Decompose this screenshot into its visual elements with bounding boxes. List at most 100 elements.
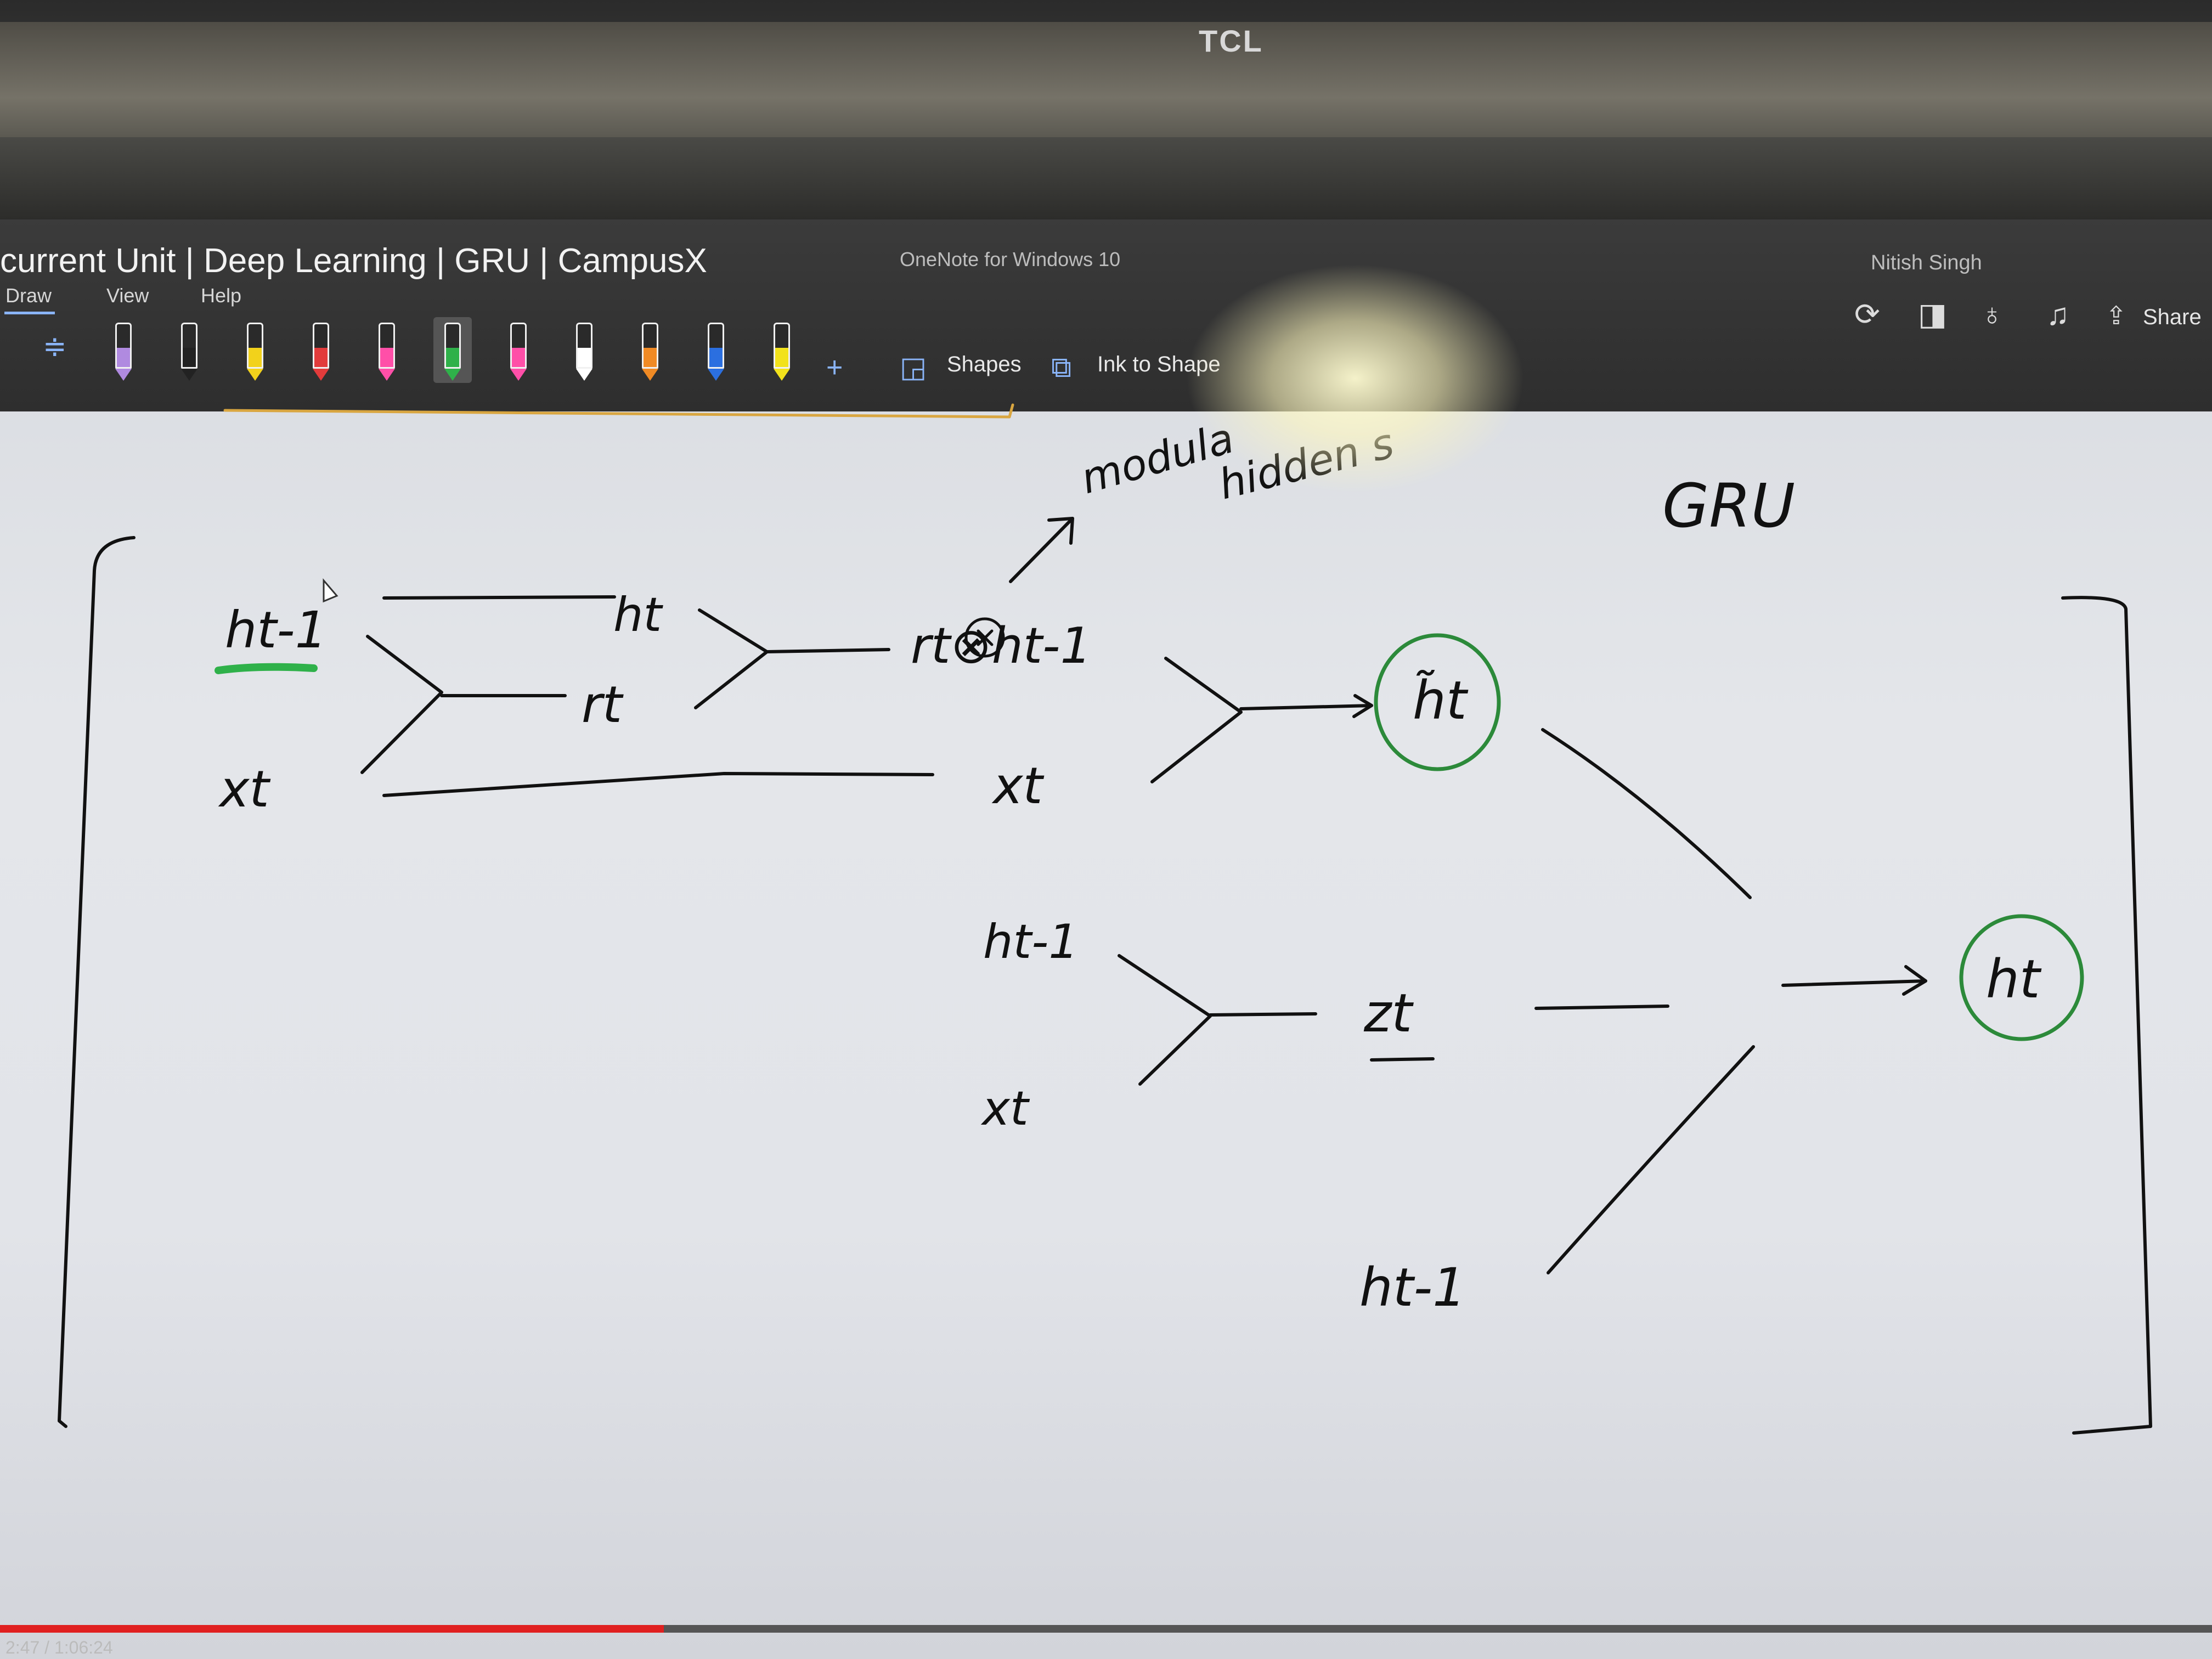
diagram-title: GRU (1662, 471, 1795, 541)
ink-arrow (1902, 965, 1927, 996)
pen-tip (313, 369, 329, 381)
notifications-icon[interactable]: ♫ (2046, 297, 2069, 331)
label-input-2: xt (991, 757, 1044, 815)
elementwise-product-circle (964, 617, 1005, 658)
ink-line (694, 608, 769, 709)
label-candidate-state: h̃t (1413, 670, 1469, 731)
lightbulb-icon[interactable]: ♁ (1980, 297, 2004, 331)
menu-draw[interactable]: Draw (5, 284, 52, 307)
candidate-state-circle (1374, 633, 1501, 771)
green-highlight-underline (215, 663, 318, 674)
ink-arrow-to-annotation (1009, 517, 1074, 583)
menu-draw-active-indicator (4, 312, 55, 314)
label-input-3: xt (980, 1081, 1030, 1136)
pen-icon[interactable] (433, 317, 472, 383)
pen-icon[interactable] (170, 317, 208, 383)
label-reset-product: rt⊗ht-1 (911, 617, 1092, 675)
ink-line (765, 648, 890, 653)
sync-icon[interactable]: ⟳ (1854, 297, 1880, 331)
pen-icon[interactable] (499, 317, 538, 383)
pen-icon[interactable] (302, 317, 340, 383)
pen-tip (708, 369, 724, 381)
pen-tip (181, 369, 198, 381)
monitor-brand-logo: TCL (1199, 24, 1263, 58)
pen-body (181, 323, 198, 369)
ink-arrow-to-annotation (1047, 517, 1074, 545)
reflection-background (0, 22, 2212, 148)
onenote-canvas[interactable] (0, 219, 2212, 1659)
pen-icon[interactable] (631, 317, 669, 383)
video-progress-bar[interactable] (0, 1625, 2212, 1633)
video-progress-fill (0, 1625, 664, 1633)
shapes-button[interactable]: Shapes (947, 352, 1022, 376)
pen-tip (379, 369, 395, 381)
previous-note-box-edge (223, 403, 1014, 419)
pen-body (774, 323, 790, 369)
mouse-cursor-icon (323, 578, 338, 603)
pen-body (708, 323, 724, 369)
pen-body (642, 323, 658, 369)
pen-tip (576, 369, 592, 381)
monitor-bezel-strip (0, 137, 2212, 219)
output-state-circle (1959, 914, 2084, 1041)
pen-icon[interactable] (565, 317, 603, 383)
pen-tip (510, 369, 527, 381)
ink-line (382, 595, 616, 600)
annotation-modulated: modula (1075, 413, 1239, 503)
label-prev-hidden-2: ht-1 (983, 915, 1079, 969)
notebook-icon[interactable]: ◨ (1918, 297, 1947, 331)
pen-tip (774, 369, 790, 381)
ink-line (1541, 728, 1752, 899)
pen-tip (247, 369, 263, 381)
shapes-icon[interactable]: ◲ (900, 352, 927, 383)
ink-line (360, 635, 443, 774)
add-pen-icon[interactable]: + (826, 352, 843, 383)
share-icon[interactable]: ⇪ (2106, 301, 2127, 330)
user-name[interactable]: Nitish Singh (1871, 251, 1982, 274)
pen-tip (115, 369, 132, 381)
ink-line (1534, 1005, 1669, 1010)
page-title: current Unit | Deep Learning | GRU | Cam… (0, 242, 707, 280)
pen-body (247, 323, 263, 369)
pen-body (313, 323, 329, 369)
share-button[interactable]: Share (2143, 305, 2202, 329)
label-output-state: ht (1986, 949, 2042, 1010)
label-update-gate: zt (1363, 983, 1414, 1044)
pen-tip (642, 369, 658, 381)
onenote-titlebar (0, 219, 2212, 411)
pen-body (510, 323, 527, 369)
left-bracket (58, 536, 136, 1428)
pen-icon[interactable] (763, 317, 801, 383)
menu-view[interactable]: View (106, 284, 149, 307)
ink-arrow (1239, 704, 1373, 710)
highlighter-icon[interactable] (368, 317, 406, 383)
video-time: 2:47 / 1:06:24 (5, 1638, 113, 1657)
ink-underline (1370, 1057, 1435, 1062)
ink-to-shape-icon[interactable]: ⧉ (1051, 352, 1072, 383)
pen-tip (444, 369, 461, 381)
label-reset-gate: rt (582, 675, 624, 734)
eraser-pen-icon[interactable] (104, 317, 143, 383)
ink-line (1209, 1012, 1317, 1017)
ink-line (1547, 1045, 1755, 1274)
pen-body (379, 323, 395, 369)
label-input: xt (218, 760, 270, 819)
pen-icon[interactable] (697, 317, 735, 383)
label-ht: ht (613, 588, 664, 642)
pen-body (115, 323, 132, 369)
label-prev-hidden: ht-1 (225, 601, 327, 659)
right-bracket (2061, 596, 2152, 1435)
annotation-hidden-state: hidden s (1214, 419, 1398, 509)
pen-body (576, 323, 592, 369)
ink-line (1118, 954, 1212, 1086)
elementwise-product-x (977, 629, 994, 646)
app-name: OneNote for Windows 10 (900, 248, 1121, 270)
lasso-select-icon[interactable]: ≑ (43, 331, 67, 363)
pen-icon[interactable] (236, 317, 274, 383)
menu-help[interactable]: Help (201, 284, 242, 307)
label-prev-hidden-3: ht-1 (1359, 1257, 1466, 1318)
ink-line (382, 772, 934, 797)
ink-arrow (1781, 979, 1927, 987)
